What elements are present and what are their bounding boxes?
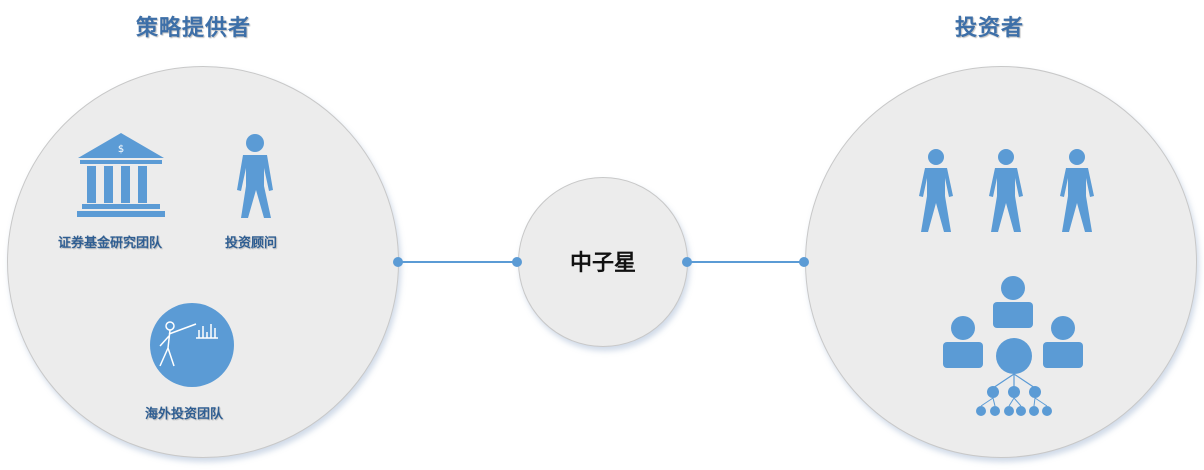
svg-text:$: $ (118, 144, 124, 155)
strategy-provider-circle (7, 66, 399, 458)
investor-title: 投资者 (955, 16, 1025, 41)
investor-circle (805, 66, 1197, 458)
advisor-label: 投资顾问 (225, 236, 278, 251)
strategy-provider-title: 策略提供者 (136, 16, 252, 41)
person-icon (237, 134, 273, 218)
center-node-label: 中子星 (569, 251, 636, 276)
person-icon (1060, 149, 1094, 232)
bank-icon: $ (77, 133, 165, 217)
connector-right (682, 257, 809, 267)
person-icon (989, 149, 1023, 232)
person-icon (919, 149, 953, 232)
presenter-chart-icon (150, 303, 234, 387)
connector-left (393, 257, 522, 267)
org-hierarchy-icon (943, 276, 1083, 416)
overseas-team-label: 海外投资团队 (145, 407, 224, 422)
research-team-label: 证券基金研究团队 (58, 236, 163, 251)
